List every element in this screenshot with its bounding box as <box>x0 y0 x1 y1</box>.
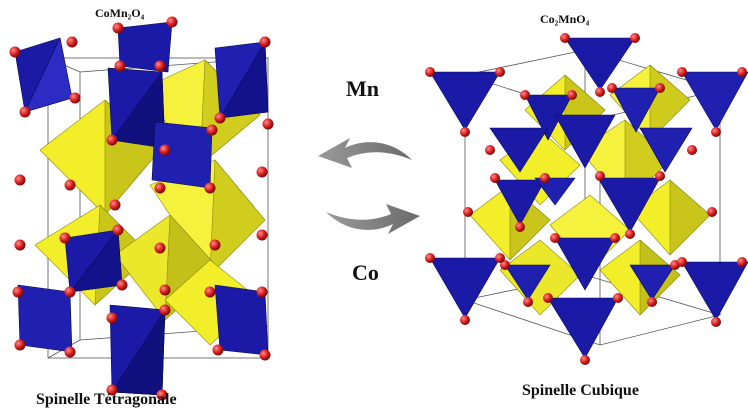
tetragonal-structure <box>9 16 274 401</box>
right-tetrahedra <box>429 37 748 359</box>
arrow-left-icon <box>318 138 412 168</box>
mn-arrow-label: Mn <box>346 76 379 101</box>
right-caption: Spinelle Cubique <box>522 382 639 399</box>
right-formula-label: Co₂MnO₄ <box>540 12 590 26</box>
left-oxygen-atoms <box>9 16 274 401</box>
arrow-right-icon <box>326 204 420 234</box>
right-oxygen-atoms <box>425 33 747 365</box>
left-tetrahedra <box>14 21 269 396</box>
cubic-structure <box>425 33 748 365</box>
left-formula-label: CoMn₂O₄ <box>95 6 145 20</box>
co-arrow-label: Co <box>352 260 379 285</box>
exchange-arrows <box>318 138 420 234</box>
left-caption: Spinelle Tétragonale <box>36 391 177 408</box>
